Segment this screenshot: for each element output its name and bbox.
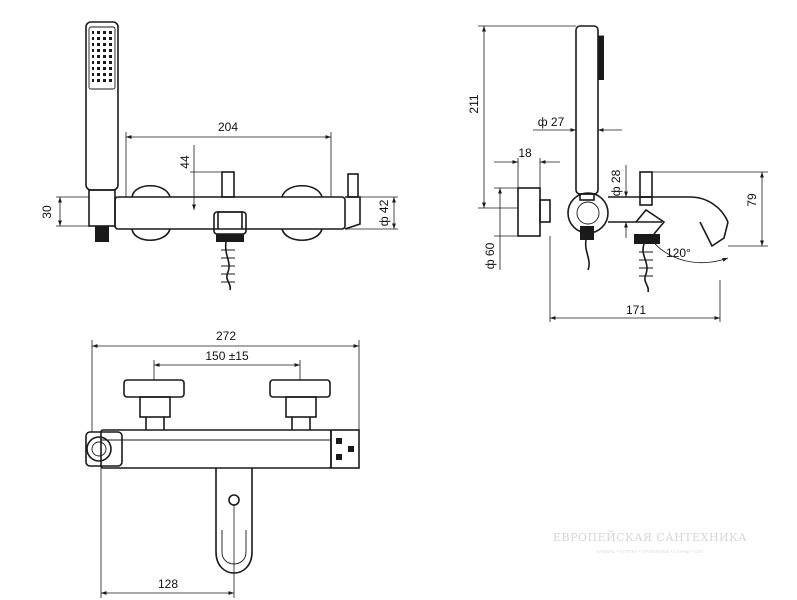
top-diverter — [330, 429, 360, 469]
dimension-79: 79 — [652, 171, 768, 247]
side-hose-connector — [580, 226, 594, 240]
shower-hose — [224, 241, 232, 291]
dim-label-204: 204 — [218, 120, 238, 134]
top-right-connector — [269, 379, 331, 430]
dimension-171: 171 — [549, 236, 721, 322]
dimension-44: 44 — [178, 145, 222, 210]
dimension-18: 18 — [494, 146, 560, 200]
dimension-272: 272 — [91, 329, 360, 432]
side-view: 211 ф 27 18 ф 60 ф 28 — [467, 25, 768, 322]
dim-label-272: 272 — [216, 329, 236, 343]
mixer-body — [114, 184, 361, 242]
dim-label-120: 120° — [666, 246, 691, 260]
dim-label-60: ф 60 — [483, 242, 497, 269]
dimension-28: ф 28 — [609, 165, 628, 238]
dimension-211: 211 — [467, 25, 576, 209]
top-body — [100, 429, 332, 469]
top-view: 272 150 ±15 128 — [85, 329, 360, 598]
dimension-60: ф 60 — [483, 187, 518, 270]
wall-rosette — [517, 187, 551, 237]
dimension-42: ф 42 — [345, 196, 398, 230]
dim-label-27: ф 27 — [538, 115, 565, 129]
dim-label-44: 44 — [178, 155, 192, 169]
dimension-150: 150 ±15 — [153, 349, 301, 380]
hand-shower-holder — [88, 189, 116, 242]
dim-label-150: 150 ±15 — [205, 349, 249, 363]
watermark-subtitle: КАМЕНЬ • ПЛИТКА • ОТОПЛЕНИЕ • САУНЫ • СП… — [597, 549, 703, 554]
dimension-204: 204 — [125, 120, 332, 197]
watermark-title: ЕВРОПЕЙСКАЯ САНТЕХНИКА — [553, 530, 747, 544]
dim-label-128: 128 — [158, 577, 178, 591]
top-holder — [85, 431, 123, 467]
top-left-connector — [123, 379, 185, 430]
front-view: 204 44 30 ф 42 — [40, 21, 398, 291]
dim-label-28: ф 28 — [609, 169, 623, 196]
mixing-lever — [221, 171, 235, 198]
spout-outlet — [213, 211, 247, 242]
dimension-30: 30 — [40, 196, 89, 227]
dim-label-30: 30 — [40, 205, 54, 219]
dim-label-18: 18 — [518, 146, 532, 160]
dimension-27: ф 27 — [533, 115, 622, 132]
hand-shower — [85, 21, 119, 191]
dim-label-42: ф 42 — [377, 199, 391, 226]
dim-label-211: 211 — [467, 94, 481, 113]
side-spout — [608, 171, 729, 248]
dim-label-79: 79 — [745, 193, 759, 207]
dim-label-171: 171 — [626, 303, 646, 317]
dimension-120-angle: 120° — [649, 237, 729, 264]
dimension-128: 128 — [100, 466, 235, 598]
diverter-knob — [347, 173, 359, 198]
side-spout-outlet — [634, 208, 666, 293]
watermark: ЕВРОПЕЙСКАЯ САНТЕХНИКА КАМЕНЬ • ПЛИТКА •… — [553, 530, 747, 554]
side-hand-shower — [575, 25, 604, 201]
